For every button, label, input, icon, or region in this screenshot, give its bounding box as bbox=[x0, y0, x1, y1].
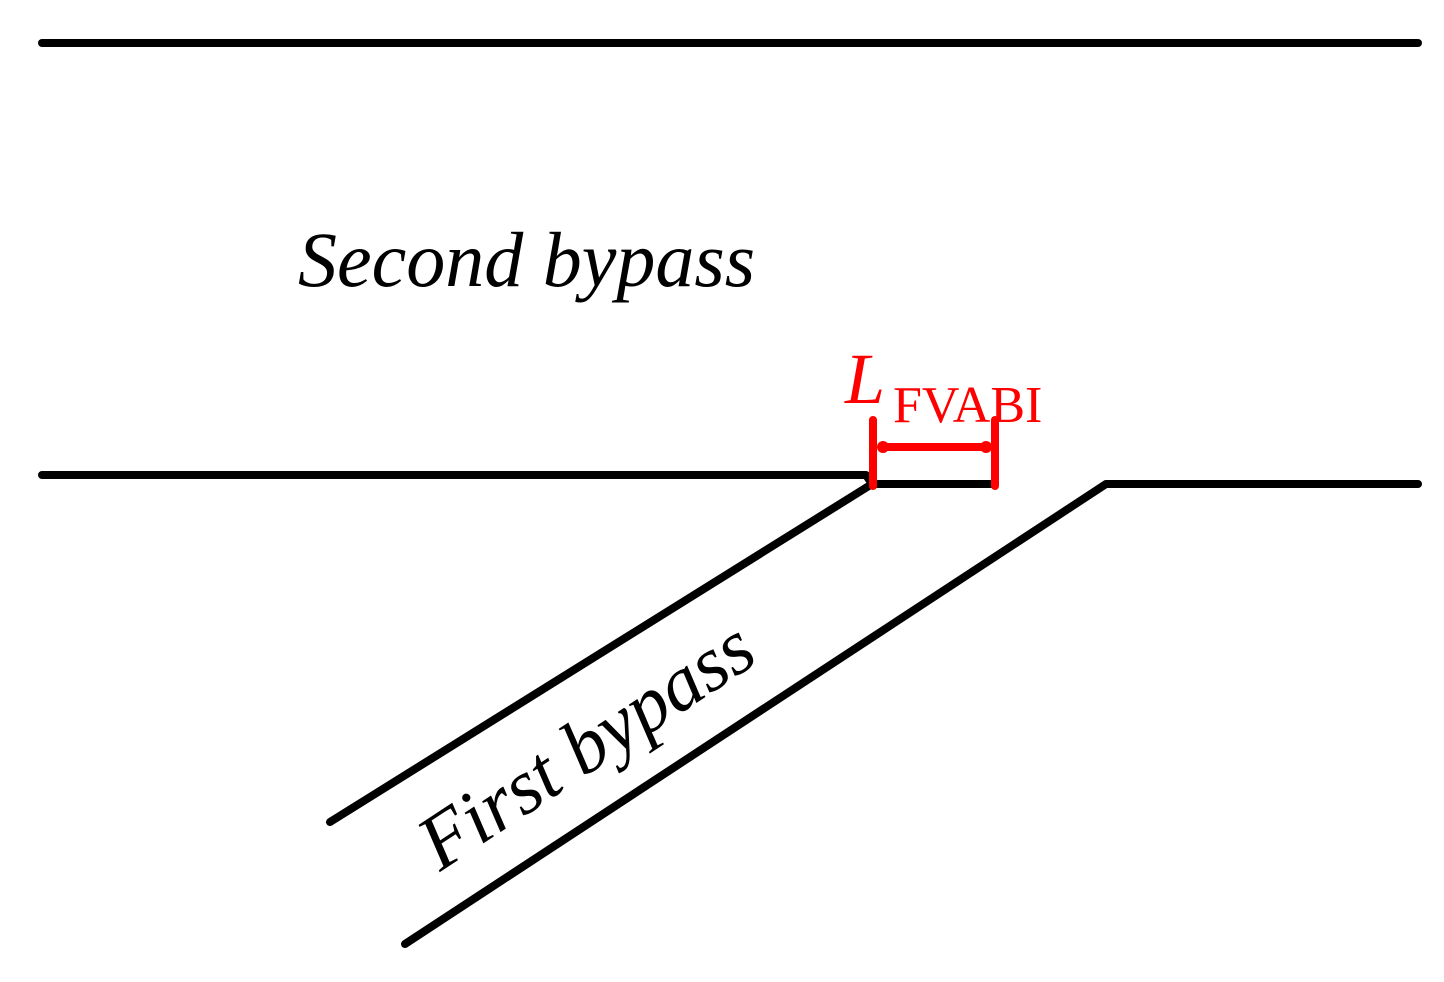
dimension-label: L FVABI bbox=[844, 339, 1042, 434]
first-bypass-lower-edge-and-second-bypass-right-edge bbox=[401, 480, 1422, 948]
dimension-left-dot bbox=[877, 441, 889, 453]
dimension-subscript: FVABI bbox=[893, 377, 1042, 434]
road-lines bbox=[38, 39, 1422, 948]
dimension-symbol: L bbox=[844, 339, 885, 419]
dimension-marker bbox=[869, 416, 999, 490]
dimension-right-dot bbox=[980, 441, 992, 453]
second-bypass-label: Second bypass bbox=[298, 216, 755, 303]
